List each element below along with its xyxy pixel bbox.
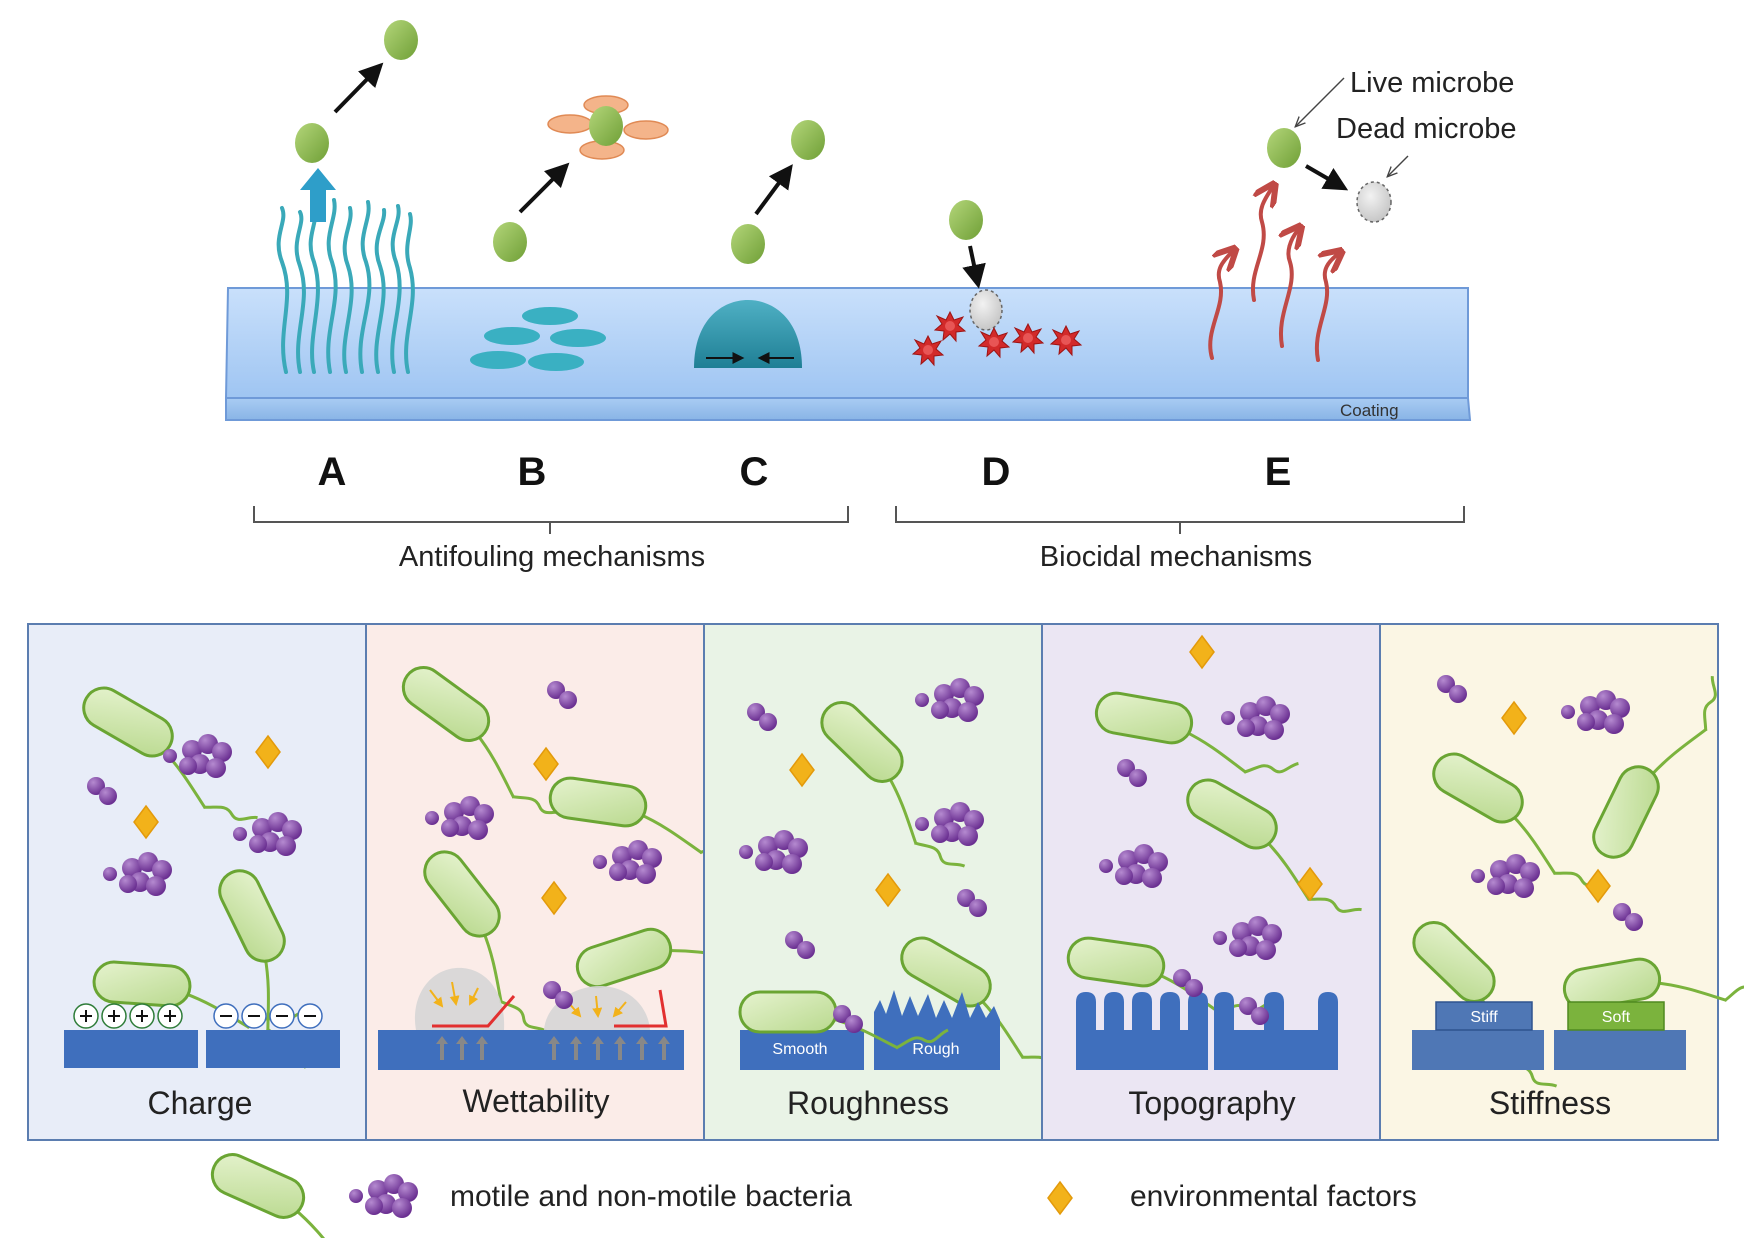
letter-e: E — [1265, 450, 1292, 494]
mechanism-d-contact-kill — [912, 200, 1082, 366]
panel-topography: Topography — [1041, 623, 1383, 1141]
mechanism-a-brush — [276, 20, 418, 374]
panel-title-stiffness: Stiffness — [1489, 1085, 1611, 1121]
letter-a: A — [318, 450, 347, 494]
smooth-label: Smooth — [772, 1041, 827, 1058]
panel-wettability: Wettability — [365, 623, 789, 1141]
rough-label: Rough — [912, 1041, 959, 1058]
letter-b: B — [518, 450, 547, 494]
legend: motile and non-motile bacteria environme… — [198, 1146, 1417, 1238]
stiff-label: Stiff — [1470, 1009, 1498, 1026]
antifouling-bracket — [253, 506, 849, 534]
legend-bacteria-label: motile and non-motile bacteria — [450, 1180, 852, 1213]
dead-microbe-label: Dead microbe — [1336, 113, 1517, 145]
pillars-left — [1076, 992, 1208, 1070]
brackets — [253, 506, 1465, 534]
letter-c: C — [740, 450, 769, 494]
legend-cluster-icon — [349, 1174, 418, 1218]
biocidal-label: Biocidal mechanisms — [1040, 541, 1312, 573]
mechanism-b-plates — [470, 95, 669, 371]
panel-title-charge: Charge — [148, 1085, 253, 1121]
panel-charge: Charge — [27, 623, 367, 1141]
mechanism-c-dome — [694, 120, 825, 368]
antifouling-label: Antifouling mechanisms — [399, 541, 705, 573]
legend-factors-label: environmental factors — [1130, 1180, 1417, 1213]
negative-charges — [213, 1003, 323, 1029]
droplet-left — [414, 967, 505, 1030]
biocidal-bracket — [895, 506, 1465, 534]
soft-label: Soft — [1602, 1009, 1631, 1026]
panel-title-roughness: Roughness — [787, 1085, 949, 1121]
pillars-right — [1214, 992, 1338, 1070]
panel-title-topography: Topography — [1128, 1085, 1295, 1121]
panel-roughness: Smooth Rough Roughness — [703, 623, 1097, 1141]
panel-title-wettability: Wettability — [462, 1083, 609, 1119]
coating-label: Coating — [1340, 401, 1399, 420]
live-microbe-label: Live microbe — [1350, 67, 1514, 99]
mechanism-letters: A B C D E — [318, 450, 1292, 494]
legend-factor-icon — [1047, 1181, 1073, 1215]
mechanism-e-release: Live microbe Dead microbe — [1208, 67, 1517, 362]
letter-d: D — [982, 450, 1011, 494]
panel-stiffness: Stiff Soft Stiffness — [1379, 623, 1744, 1141]
